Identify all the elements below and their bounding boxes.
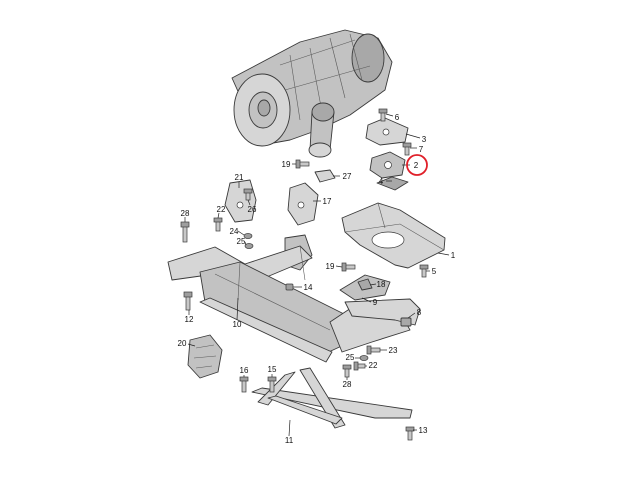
callout-19-middle: 19 <box>326 262 335 271</box>
callout-3: 3 <box>422 135 427 144</box>
bracket-left-hole <box>236 201 244 209</box>
callout-9: 9 <box>373 298 378 307</box>
small-bracket <box>357 278 373 291</box>
callout-14: 14 <box>304 283 313 292</box>
bolt-16 <box>239 376 249 393</box>
x-brace-bar-cross <box>267 395 343 425</box>
x-brace-bar-diagonal <box>299 367 346 429</box>
bolt-7 <box>402 142 412 156</box>
callout-13: 13 <box>419 426 428 435</box>
output-flange-top <box>311 102 335 122</box>
crossmember <box>341 202 446 269</box>
bolt-28-lower <box>342 364 352 378</box>
callout-6: 6 <box>395 113 400 122</box>
transmission-tail <box>351 33 385 83</box>
input-shaft-hub <box>257 99 271 117</box>
highlight-ring <box>406 154 428 176</box>
transmission <box>231 29 393 158</box>
bolt-15 <box>267 376 277 393</box>
washer-25-upper <box>244 243 254 249</box>
bolt-6 <box>378 108 388 122</box>
subframe <box>167 245 411 363</box>
callout-8: 8 <box>417 308 422 317</box>
callout-27: 27 <box>343 172 352 181</box>
callout-15: 15 <box>268 365 277 374</box>
subframe-lower-rail <box>199 297 333 363</box>
bolt-22-upper <box>213 217 223 232</box>
crossmember-edge <box>344 202 445 251</box>
callout-21: 21 <box>235 173 244 182</box>
callout-24: 24 <box>230 227 239 236</box>
bracket-left <box>224 179 257 223</box>
case-ribs <box>279 33 371 121</box>
bolt-5 <box>419 264 429 278</box>
callout-22-lower: 22 <box>369 361 378 370</box>
cover-plate <box>187 334 223 379</box>
callout-7: 7 <box>419 145 424 154</box>
x-brace <box>251 367 413 429</box>
callout-18: 18 <box>377 280 386 289</box>
crossmember-cutout <box>371 231 405 249</box>
bolt-28-upper <box>180 221 190 243</box>
callout-23: 23 <box>389 346 398 355</box>
callout-12: 12 <box>185 315 194 324</box>
transmission-mount-hole <box>384 161 392 169</box>
nut-14 <box>285 283 294 291</box>
callout-1: 1 <box>451 251 456 260</box>
mount-plate <box>376 176 409 191</box>
callout-2: 2 <box>414 161 419 170</box>
callout-4: 4 <box>379 177 384 186</box>
callout-10: 10 <box>233 320 242 329</box>
callout-26: 26 <box>248 205 257 214</box>
callout-11: 11 <box>285 436 294 445</box>
bolt-23 <box>366 345 381 355</box>
callout-19-upper: 19 <box>282 160 291 169</box>
subframe-edges <box>214 245 331 331</box>
bolt-19-middle <box>341 262 356 272</box>
bolt-13 <box>405 426 415 441</box>
callout-5: 5 <box>432 267 437 276</box>
bolt-19-upper <box>295 159 310 169</box>
bolt-22-lower <box>353 361 366 371</box>
callout-25-upper: 25 <box>237 237 246 246</box>
link-bushing <box>400 317 412 327</box>
callout-22-upper: 22 <box>217 205 226 214</box>
output-flange <box>308 142 332 158</box>
callout-17: 17 <box>323 197 332 206</box>
callout-20: 20 <box>178 339 187 348</box>
bracket-center-hole <box>297 201 305 209</box>
callout-16: 16 <box>240 366 249 375</box>
x-brace-bar-short <box>257 371 296 406</box>
washer-24 <box>243 233 253 239</box>
cover-plate-ribs <box>193 344 217 369</box>
bolt-12 <box>183 291 193 311</box>
callout-labels: 6 3 7 2 4 19 27 21 26 17 28 22 24 25 1 1… <box>178 113 456 445</box>
leader-lines <box>184 113 450 437</box>
clip-part <box>314 169 336 183</box>
callout-25-lower: 25 <box>346 353 355 362</box>
washer-25-lower <box>359 355 369 361</box>
callout-28-upper: 28 <box>181 209 190 218</box>
mount-bracket-hole <box>382 128 390 136</box>
callout-28-lower: 28 <box>343 380 352 389</box>
